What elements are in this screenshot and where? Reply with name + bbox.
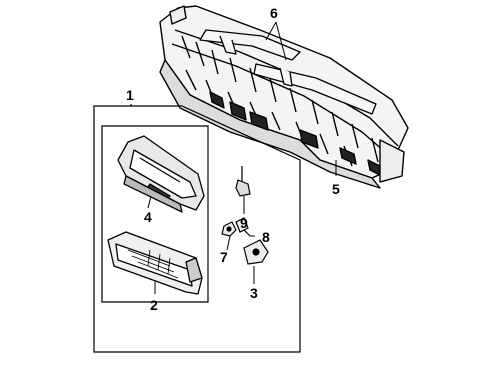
bulb-socket-part xyxy=(235,166,251,197)
clip-part xyxy=(221,221,237,237)
callout-labels: 1 2 3 4 5 6 7 8 9 xyxy=(126,5,340,313)
callout-8: 8 xyxy=(262,229,270,245)
callout-9: 9 xyxy=(240,215,248,231)
callout-1: 1 xyxy=(126,87,134,103)
callout-5: 5 xyxy=(332,181,340,197)
seal-parts xyxy=(199,29,377,115)
adjuster-part xyxy=(243,239,269,265)
callout-7: 7 xyxy=(220,249,228,265)
assembly-frame xyxy=(93,104,301,353)
headlamp-lens-part xyxy=(107,231,203,295)
support-bar-part xyxy=(159,5,409,189)
callout-4: 4 xyxy=(144,209,152,225)
callout-6: 6 xyxy=(270,5,278,21)
callout-2: 2 xyxy=(150,297,158,313)
callout-3: 3 xyxy=(250,285,258,301)
retainer-part xyxy=(235,217,251,237)
headlamp-housing-part xyxy=(117,135,205,213)
